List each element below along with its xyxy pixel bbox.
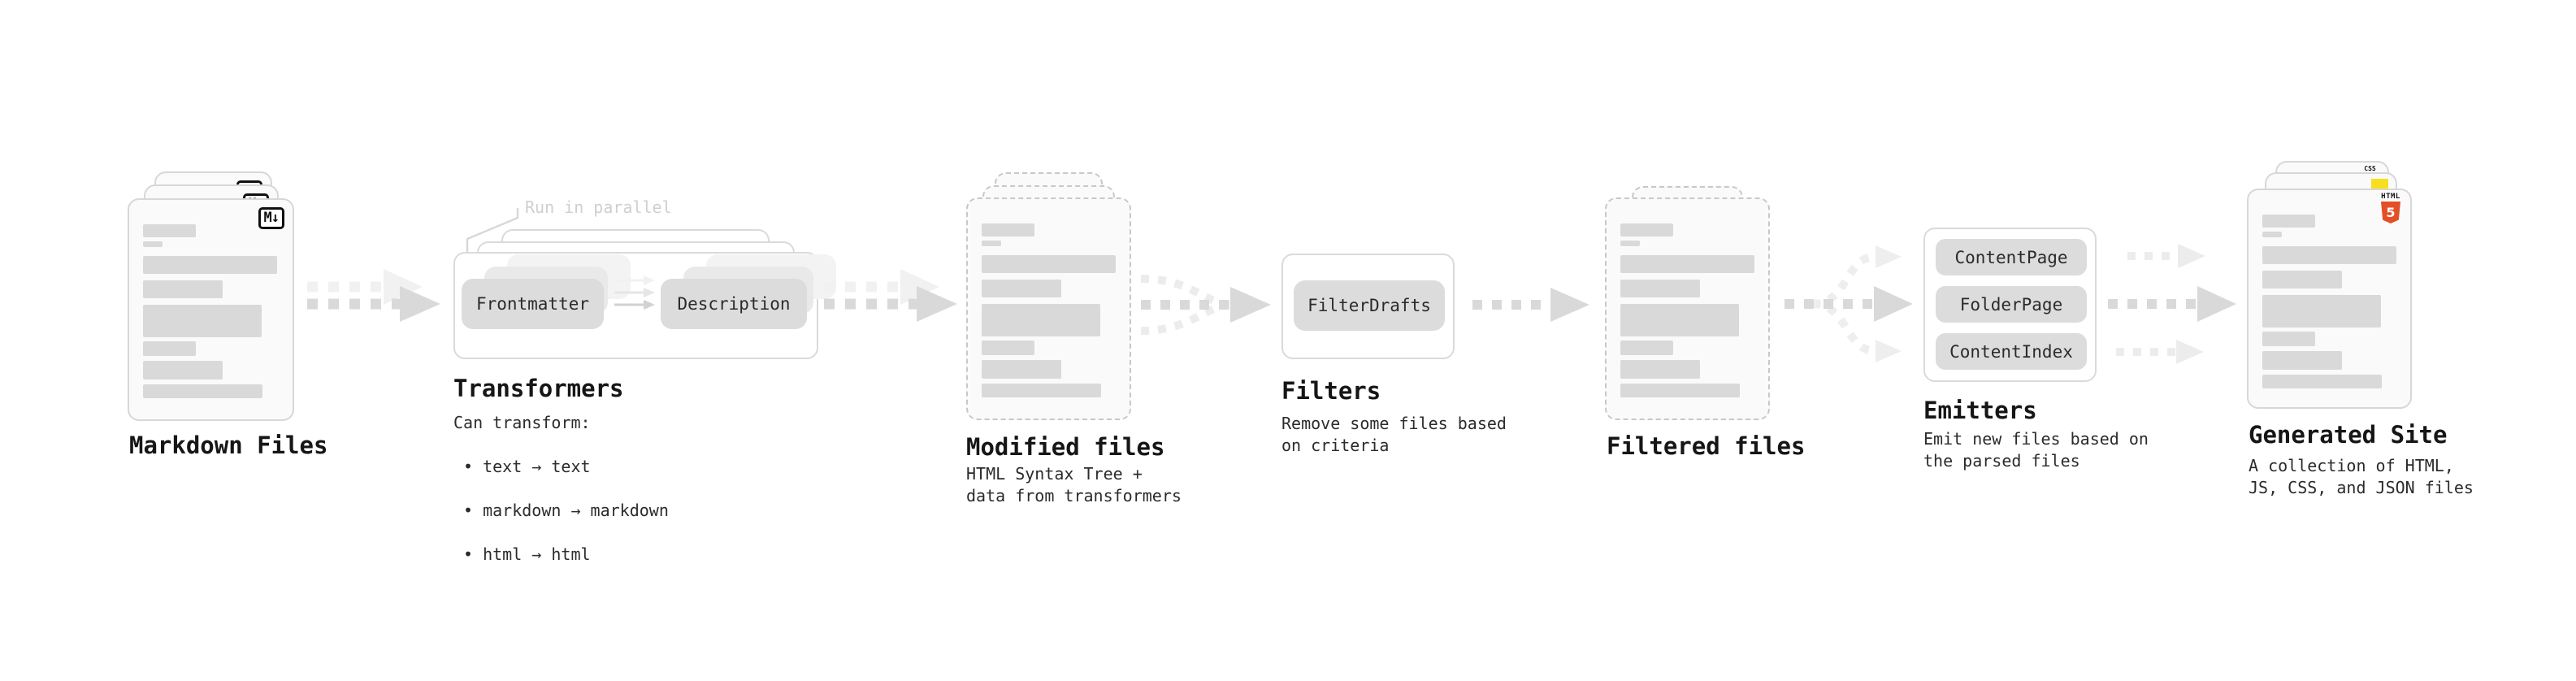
bullet-item: • html → html: [463, 544, 591, 564]
text-line-placeholder: [2262, 351, 2342, 370]
description-pill: Description: [661, 279, 807, 329]
text-line-placeholder: [1620, 304, 1739, 336]
text-line-placeholder: [2262, 271, 2342, 288]
text-line-placeholder: [982, 340, 1034, 355]
transformers-description: Can transform:: [453, 413, 591, 432]
text-line-placeholder: [982, 241, 1001, 246]
text-line-placeholder: [982, 223, 1034, 236]
text-line-placeholder: [143, 305, 262, 337]
text-line-placeholder: [2262, 295, 2381, 327]
flow-arrow-emitters-to-generated: [2108, 244, 2236, 364]
markdown-doc-front: M↓: [128, 198, 294, 421]
emitters-title: Emitters: [1923, 397, 2037, 424]
stage-transformers: Frontmatter Description: [453, 229, 836, 361]
contentpage-pill: ContentPage: [1936, 239, 2087, 275]
text-line-placeholder: [1620, 340, 1673, 355]
filters-description: Remove some files based on criteria: [1281, 414, 1507, 455]
flow-arrow-filters-to-filtered: [1472, 288, 1589, 322]
folderpage-pill: FolderPage: [1936, 286, 2087, 323]
text-line-placeholder: [1620, 360, 1700, 379]
transformers-bullets: • text → text • markdown → markdown • ht…: [453, 434, 669, 588]
markdown-icon: M↓: [258, 207, 284, 229]
contentindex-pill: ContentIndex: [1936, 333, 2087, 370]
text-line-placeholder: [982, 304, 1100, 336]
text-line-placeholder: [982, 360, 1061, 379]
text-line-placeholder: [143, 241, 163, 247]
text-line-placeholder: [2262, 246, 2396, 264]
flow-arrow-markdown-to-transformers: [307, 269, 440, 322]
stage-modified-files: [966, 172, 1131, 424]
emitters-description: Emit new files based on the parsed files: [1923, 429, 2149, 471]
css-icon-label: CSS: [2364, 165, 2376, 172]
stage-filters-box: FilterDrafts: [1281, 254, 1455, 359]
stage-emitters-box: ContentPage FolderPage ContentIndex: [1923, 228, 2097, 382]
markdown-files-title: Markdown Files: [129, 432, 328, 459]
text-line-placeholder: [982, 255, 1116, 273]
modified-files-description: HTML Syntax Tree + data from transformer…: [966, 464, 1182, 505]
flow-arrow-filtered-to-emitters: [1785, 245, 1913, 362]
text-line-placeholder: [1620, 241, 1640, 246]
filters-title: Filters: [1281, 377, 1381, 405]
text-line-placeholder: [2262, 375, 2382, 388]
bullet-item: • text → text: [463, 457, 591, 476]
flow-arrow-transformers-to-modified: [824, 269, 957, 322]
transformers-title: Transformers: [453, 375, 624, 402]
filterdrafts-pill: FilterDrafts: [1294, 280, 1445, 331]
text-line-placeholder: [1620, 384, 1740, 397]
text-line-placeholder: [143, 224, 196, 237]
stage-markdown-files: M↓ M↓ M↓: [128, 171, 294, 423]
parallel-arrows-icon: [614, 275, 655, 310]
stage-generated-site: CSS HTML 5: [2247, 161, 2412, 413]
html5-icon-label: HTML: [2381, 193, 2400, 201]
stage-filtered-files: [1605, 186, 1770, 423]
generated-site-title: Generated Site: [2249, 421, 2448, 449]
html5-icon: HTML 5: [2380, 193, 2401, 223]
text-line-placeholder: [1620, 280, 1700, 297]
text-line-placeholder: [2262, 332, 2315, 346]
generated-site-description: A collection of HTML, JS, CSS, and JSON …: [2249, 456, 2474, 497]
text-line-placeholder: [143, 341, 196, 356]
html5-icon-shield: 5: [2381, 202, 2400, 223]
text-line-placeholder: [2262, 215, 2315, 228]
text-line-placeholder: [143, 280, 223, 298]
text-line-placeholder: [982, 280, 1061, 297]
text-line-placeholder: [1620, 223, 1673, 236]
text-line-placeholder: [143, 384, 262, 398]
generated-doc-html: HTML 5: [2247, 189, 2412, 409]
frontmatter-pill: Frontmatter: [462, 279, 604, 329]
text-line-placeholder: [2262, 232, 2282, 237]
text-line-placeholder: [1620, 255, 1754, 273]
annotation-leader-line: [466, 208, 519, 252]
js-icon: [2371, 179, 2388, 189]
modified-files-title: Modified files: [966, 433, 1165, 461]
text-line-placeholder: [143, 256, 277, 274]
filtered-doc-front: [1605, 197, 1770, 420]
bullet-item: • markdown → markdown: [463, 501, 669, 520]
text-line-placeholder: [143, 361, 223, 380]
modified-doc-front: [966, 197, 1131, 420]
text-line-placeholder: [982, 384, 1101, 397]
html5-icon-number: 5: [2386, 205, 2396, 220]
filtered-files-title: Filtered files: [1607, 432, 1806, 460]
run-in-parallel-annotation: Run in parallel: [525, 197, 672, 217]
flow-arrow-modified-to-filters: [1140, 275, 1271, 335]
